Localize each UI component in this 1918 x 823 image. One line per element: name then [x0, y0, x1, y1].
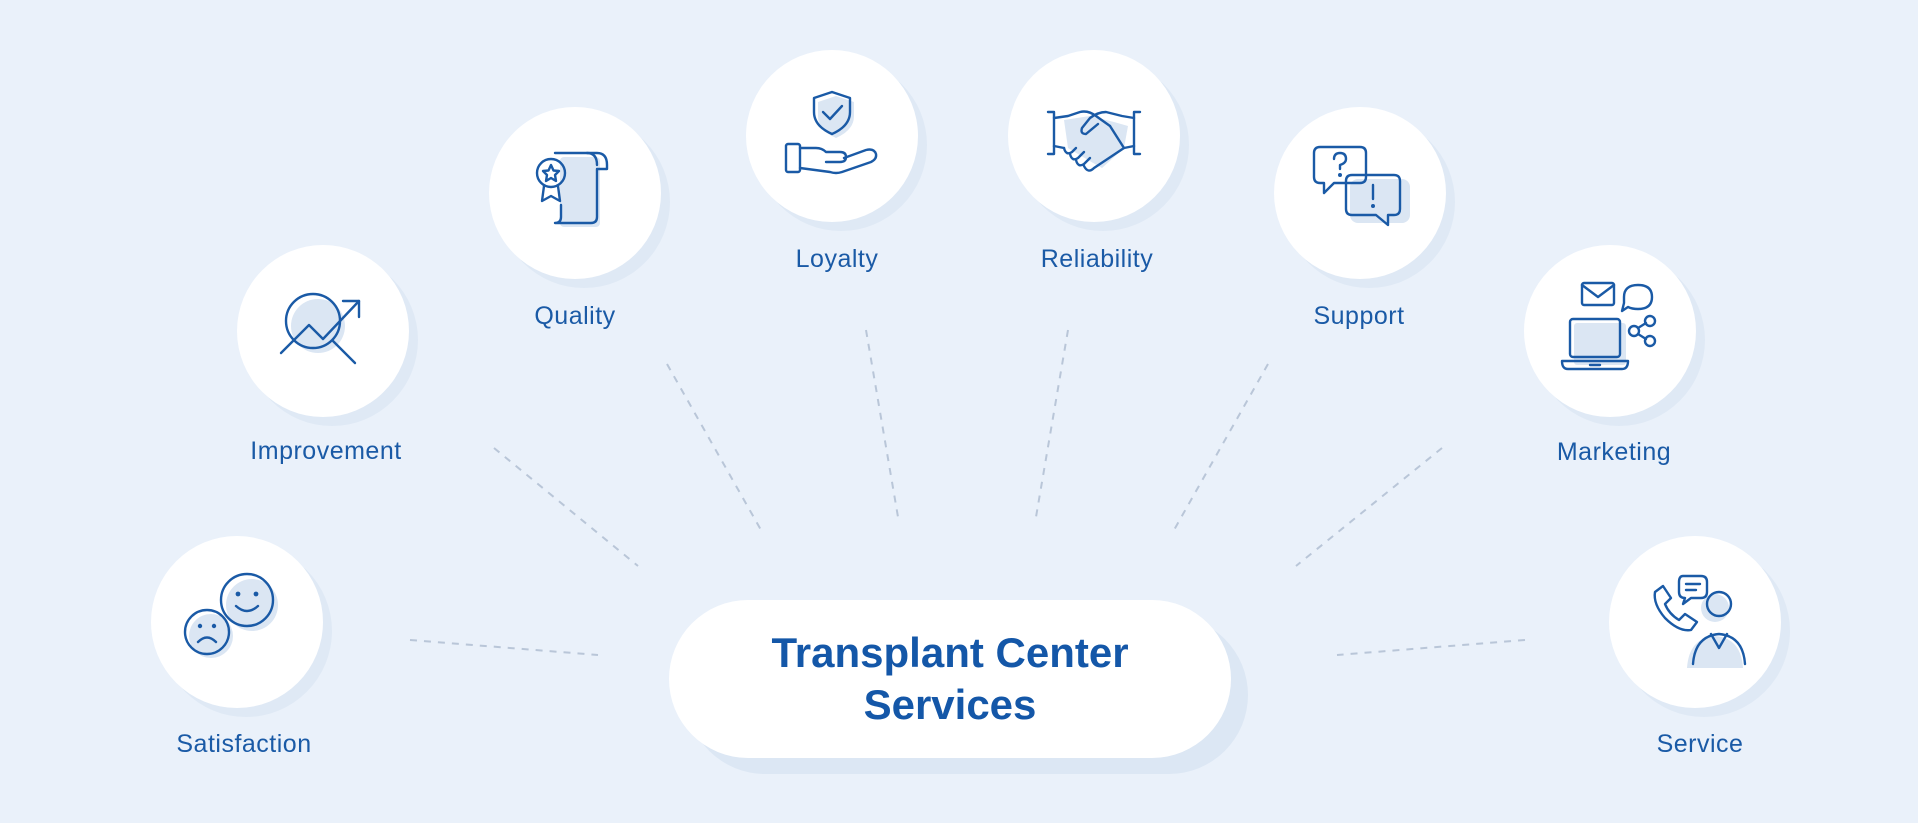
smiley-faces-icon — [183, 572, 278, 658]
hand-shield-icon — [784, 90, 878, 175]
connector-service — [1336, 639, 1526, 656]
phone-agent-icon — [1653, 574, 1747, 668]
label-service: Service — [1656, 730, 1744, 758]
label-loyalty: Loyalty — [795, 245, 879, 273]
node-loyalty — [746, 50, 927, 231]
hub-title-line-1: Transplant Center — [771, 629, 1129, 676]
node-quality — [489, 107, 670, 288]
laptop-mail-share-icon — [1560, 281, 1657, 371]
node-improvement — [237, 245, 418, 426]
chat-bubbles-icon — [1312, 145, 1410, 227]
connector-satisfaction — [409, 639, 599, 656]
handshake-icon — [1046, 110, 1142, 172]
label-satisfaction: Satisfaction — [176, 730, 312, 758]
connector-quality — [666, 363, 762, 531]
trend-magnifier-icon — [279, 292, 361, 365]
label-improvement: Improvement — [250, 437, 402, 465]
center-hub: Transplant Center Services — [669, 600, 1231, 758]
label-quality: Quality — [534, 302, 616, 330]
label-support: Support — [1313, 302, 1405, 330]
node-satisfaction — [151, 536, 332, 717]
connector-loyalty — [865, 329, 899, 518]
connector-support — [1173, 363, 1269, 531]
node-support — [1274, 107, 1455, 288]
award-certificate-icon — [535, 151, 609, 227]
node-service — [1609, 536, 1790, 717]
label-marketing: Marketing — [1556, 438, 1672, 466]
node-marketing — [1524, 245, 1705, 426]
connector-marketing — [1295, 447, 1443, 567]
connector-reliability — [1035, 329, 1069, 518]
label-reliability: Reliability — [1040, 245, 1154, 273]
hub-title-line-2: Services — [863, 681, 1037, 728]
connector-improvement — [493, 447, 639, 567]
node-reliability — [1008, 50, 1189, 231]
hub-title: Transplant Center Services — [771, 627, 1128, 731]
